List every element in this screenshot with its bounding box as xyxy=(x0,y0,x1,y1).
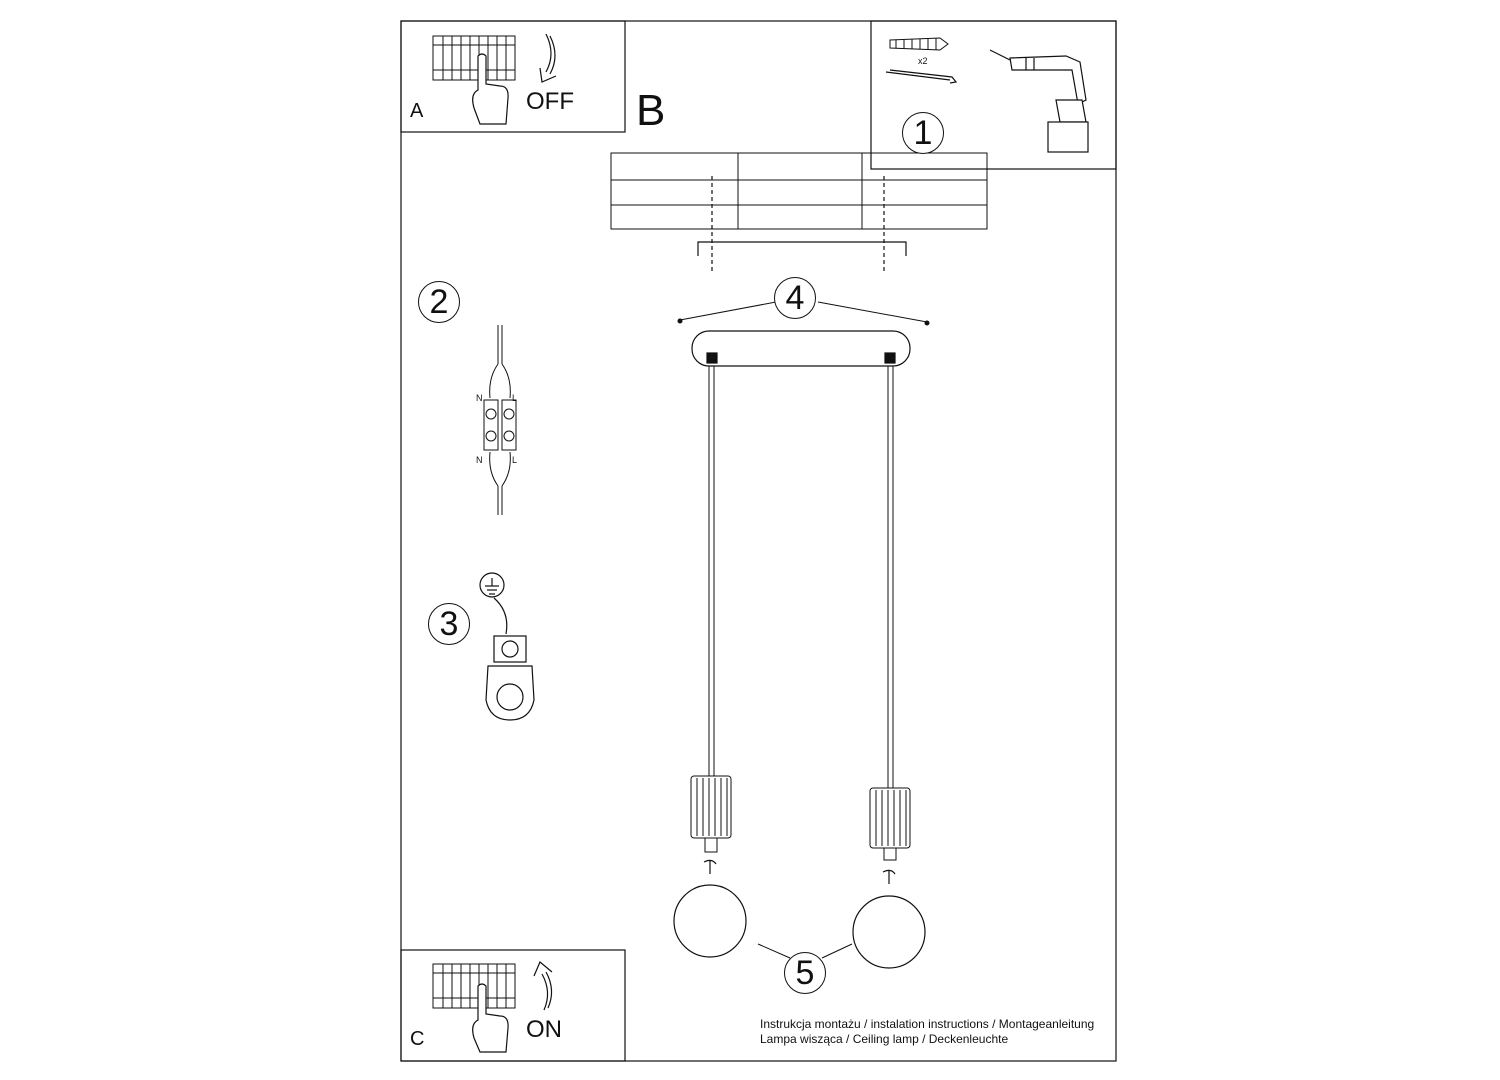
step-3-number: 3 xyxy=(428,603,470,645)
drill-icon xyxy=(989,49,1089,153)
bulbs xyxy=(673,859,926,969)
fixings-quantity: x2 xyxy=(918,56,928,66)
screw-icon xyxy=(885,69,958,84)
breaker-panel-icon xyxy=(432,35,516,81)
panel-a-letter: A xyxy=(410,100,424,122)
arrow-up-icon xyxy=(533,961,553,1011)
bulb-callout-lines xyxy=(757,943,853,959)
tools-panel-frame xyxy=(870,20,1117,170)
lampholder-left xyxy=(690,775,732,853)
canopy xyxy=(691,330,911,367)
lampholder-right xyxy=(869,787,911,861)
terminal-block xyxy=(483,325,517,515)
breaker-panel-icon-c xyxy=(432,963,516,1009)
panel-a-state: OFF xyxy=(526,88,574,115)
step-5-number: 5 xyxy=(784,952,826,994)
ceiling-section xyxy=(610,152,988,230)
panel-a-frame xyxy=(400,20,626,133)
step-2-number: 2 xyxy=(418,281,460,323)
page-frame xyxy=(400,20,1117,1062)
panel-c-frame xyxy=(400,949,626,1062)
panel-b-letter: B xyxy=(636,86,666,135)
hand-icon-c xyxy=(472,983,509,1053)
pendant-cords xyxy=(708,366,894,788)
footer-line-1: Instrukcja montażu / instalation instruc… xyxy=(760,1017,1095,1031)
panel-c-state: ON xyxy=(526,1016,562,1043)
arrow-down-icon xyxy=(539,33,557,83)
neutral-label-bottom: N xyxy=(476,455,483,465)
step-4-number: 4 xyxy=(774,277,816,319)
hand-icon xyxy=(472,53,509,125)
panel-c-letter: C xyxy=(410,1028,425,1050)
wall-plug-icon xyxy=(889,37,949,51)
neutral-label-top: N xyxy=(476,393,483,403)
live-label-top: L xyxy=(512,393,518,403)
footer-line-2: Lampa wisząca / Ceiling lamp / Deckenleu… xyxy=(760,1032,1009,1046)
mounting-bracket xyxy=(697,176,907,272)
canopy-screws xyxy=(677,301,930,326)
step-1-number: 1 xyxy=(902,112,944,154)
earth-connector xyxy=(479,572,535,721)
live-label-bottom: L xyxy=(512,455,518,465)
